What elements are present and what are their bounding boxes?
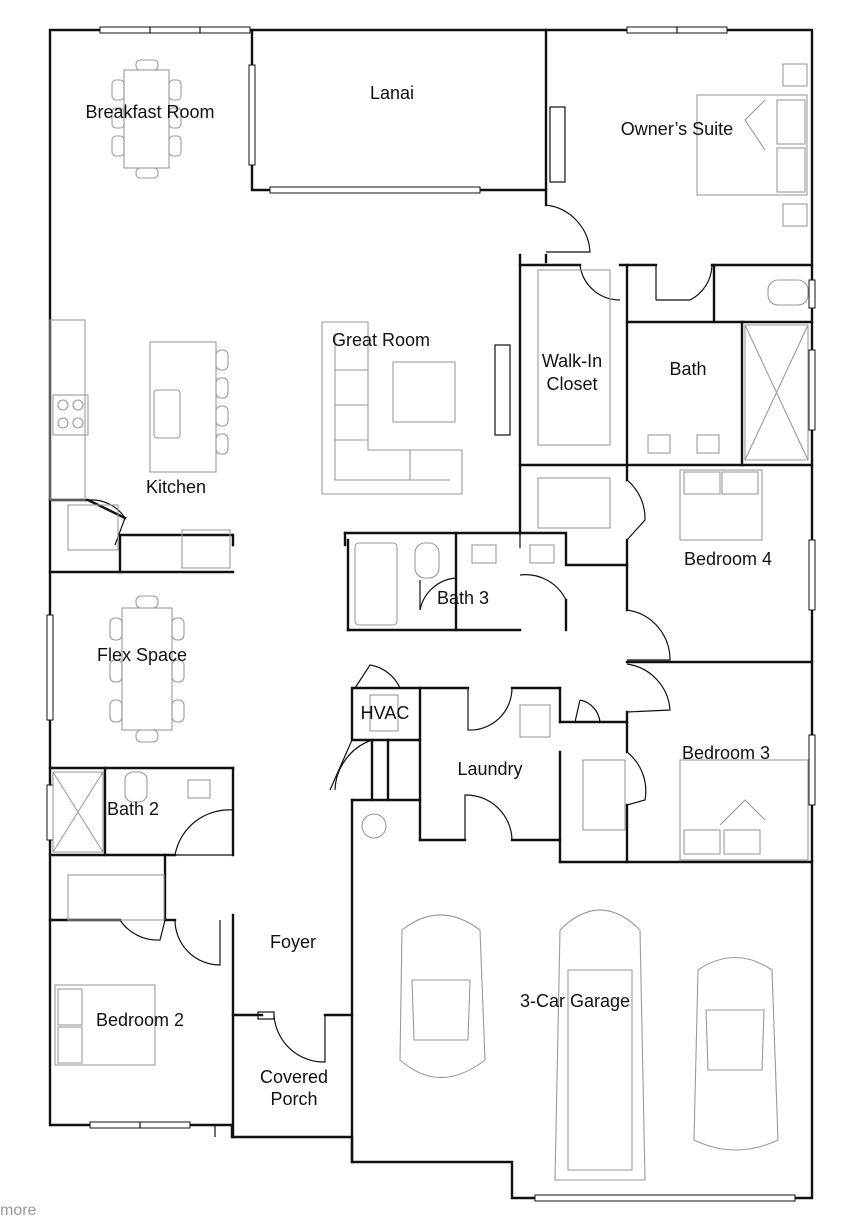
doors xyxy=(87,204,713,1063)
label-flex-space: Flex Space xyxy=(97,645,187,665)
windows xyxy=(46,26,816,1202)
footer-fragment: more xyxy=(0,1202,37,1219)
label-foyer: Foyer xyxy=(270,932,316,952)
room-labels: Breakfast Room Lanai Owner’s Suite Great… xyxy=(85,83,772,1109)
label-covered-porch-2: Porch xyxy=(270,1089,317,1109)
label-bedroom-3: Bedroom 3 xyxy=(682,743,770,763)
label-hvac: HVAC xyxy=(361,703,410,723)
label-walk-in-closet-1: Walk-In xyxy=(542,351,602,371)
label-bath-2: Bath 2 xyxy=(107,799,159,819)
label-laundry: Laundry xyxy=(457,759,522,779)
label-bedroom-2: Bedroom 2 xyxy=(96,1010,184,1030)
label-owners-suite: Owner’s Suite xyxy=(621,119,733,139)
furniture xyxy=(49,59,809,1181)
label-three-car-garage: 3-Car Garage xyxy=(520,991,630,1011)
label-kitchen: Kitchen xyxy=(146,477,206,497)
label-walk-in-closet-2: Closet xyxy=(546,374,597,394)
label-bath-3: Bath 3 xyxy=(437,588,489,608)
label-bath: Bath xyxy=(669,359,706,379)
interior-walls xyxy=(48,188,814,1164)
label-great-room: Great Room xyxy=(332,330,430,350)
label-breakfast-room: Breakfast Room xyxy=(85,102,214,122)
label-bedroom-4: Bedroom 4 xyxy=(684,549,772,569)
label-lanai: Lanai xyxy=(370,83,414,103)
label-covered-porch-1: Covered xyxy=(260,1067,328,1087)
